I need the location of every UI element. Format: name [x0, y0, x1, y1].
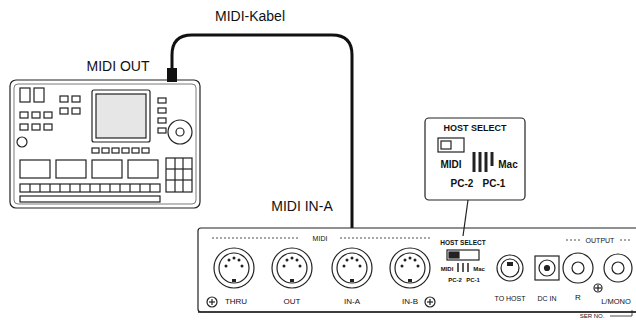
- callout-switch-position: PC-1: [483, 179, 506, 189]
- sequencer-device: [10, 80, 200, 208]
- serial-label: SER NO.: [580, 313, 605, 319]
- callout-switch-position: PC-2: [451, 179, 474, 189]
- panel-switch-position: MIDI: [441, 266, 454, 272]
- panel-port-label: OUT: [284, 298, 301, 306]
- rear-panel: [198, 228, 636, 316]
- panel-switch-position: PC-2: [448, 277, 462, 283]
- panel-port-label: R: [575, 294, 581, 302]
- callout-switch-position: Mac: [498, 160, 517, 170]
- panel-port-label: DC IN: [537, 295, 556, 302]
- panel-switch-title: HOST SELECT: [440, 240, 486, 247]
- cable-label: MIDI-Kabel: [215, 9, 285, 23]
- callout-switch-position: MIDI: [440, 160, 461, 170]
- panel-switch-position: Mac: [473, 266, 485, 272]
- panel-switch-position: PC-1: [466, 277, 480, 283]
- panel-port-label: TO HOST: [495, 295, 526, 302]
- panel-port-label: THRU: [225, 298, 247, 306]
- port-label: MIDI IN-A: [271, 199, 332, 213]
- host-select-callout: [425, 118, 525, 236]
- callout-switch-title: HOST SELECT: [443, 124, 506, 133]
- midi-cable: [167, 35, 361, 252]
- panel-group-label: MIDI: [313, 235, 328, 242]
- panel-port-label: IN-A: [344, 298, 360, 306]
- panel-port-label: L/MONO: [601, 298, 631, 306]
- panel-group-label: OUTPUT: [586, 237, 615, 244]
- panel-port-label: IN-B: [402, 298, 418, 306]
- port-label: MIDI OUT: [87, 59, 150, 73]
